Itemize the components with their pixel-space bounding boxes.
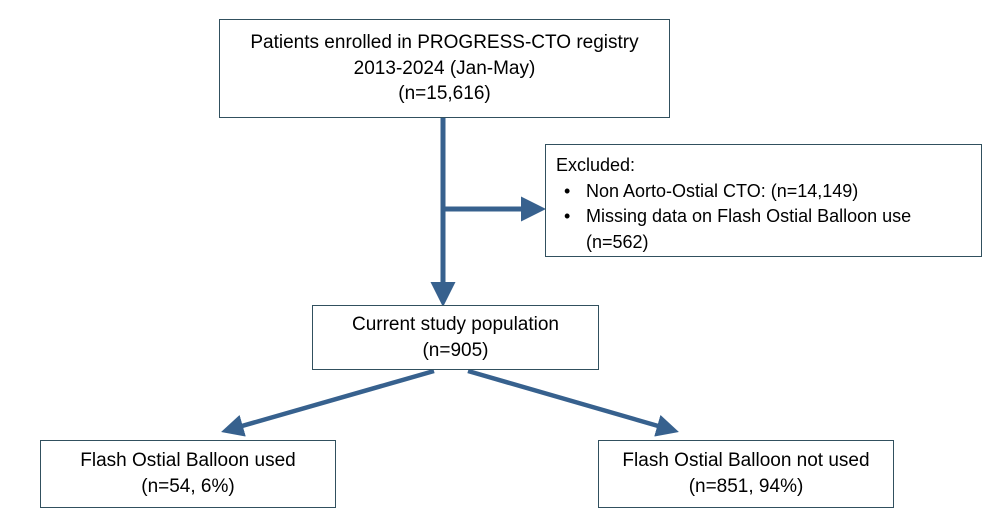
excluded-bullet-list: Non Aorto-Ostial CTO: (n=14,149) Missing… [556,179,971,256]
excluded-bullet-text-1: Non Aorto-Ostial CTO: (n=14,149) [586,180,859,201]
connector-population-to-not-used [467,368,679,437]
population-count: (n=905) [422,339,489,361]
enrolled-line-1: Patients enrolled in PROGRESS-CTO regist… [250,32,639,54]
enrolled-count: (n=15,616) [398,83,491,105]
notused-count: (n=851, 94%) [688,476,804,497]
excluded-bullet-count-2: (n=562) [586,231,649,252]
excluded-bullet-text-2: Missing data on Flash Ostial Balloon use [586,206,912,227]
enrolled-line-2: 2013-2024 (Jan-May) [353,57,536,79]
excluded-bullet-item: Missing data on Flash Ostial Balloon use… [556,204,971,255]
excluded-bullet-item: Non Aorto-Ostial CTO: (n=14,149) [556,179,971,205]
balloon-used-box: Flash Ostial Balloon used (n=54, 6%) [40,440,336,508]
enrolled-box: Patients enrolled in PROGRESS-CTO regist… [219,19,670,118]
notused-line-1: Flash Ostial Balloon not used [622,450,870,472]
used-line-1: Flash Ostial Balloon used [80,450,296,472]
balloon-not-used-box: Flash Ostial Balloon not used (n=851, 94… [598,440,894,508]
study-population-box: Current study population (n=905) [312,305,599,370]
excluded-heading: Excluded: [556,155,636,175]
connector-population-to-used [221,368,435,437]
used-count: (n=54, 6%) [141,476,235,497]
excluded-box: Excluded: Non Aorto-Ostial CTO: (n=14,14… [545,144,982,257]
population-line-1: Current study population [351,313,559,335]
